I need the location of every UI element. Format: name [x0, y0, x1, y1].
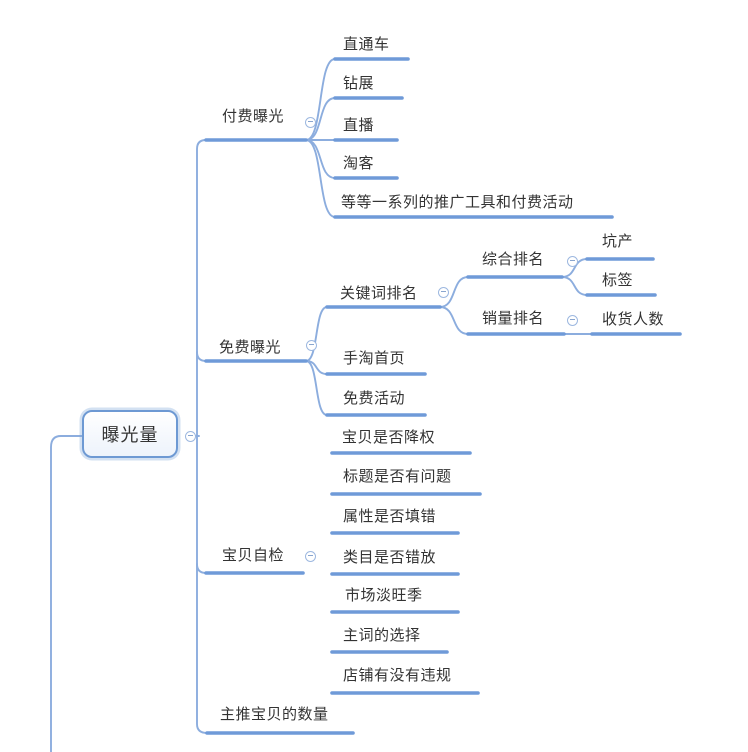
topic-check-7[interactable]: 店铺有没有违规: [343, 667, 452, 684]
connector: [305, 360, 328, 375]
connector: [50, 435, 83, 752]
topic-check-1[interactable]: 宝贝是否降权: [342, 429, 436, 446]
topic-paid-5[interactable]: 等等一系列的推广工具和付费活动: [341, 194, 574, 211]
topic-free-3[interactable]: 免费活动: [343, 390, 406, 407]
topic-check-6[interactable]: 主词的选择: [343, 627, 421, 644]
connector: [305, 139, 336, 218]
topic-check-4[interactable]: 类目是否错放: [343, 549, 437, 566]
topic-sales-1[interactable]: 收货人数: [602, 311, 665, 328]
topic-kw[interactable]: 关键词排名: [340, 285, 418, 302]
connector: [305, 139, 336, 179]
topic-comp-1[interactable]: 坑产: [602, 233, 634, 250]
topic-root[interactable]: 曝光量: [82, 410, 178, 458]
connector: [439, 306, 469, 335]
connector: [196, 563, 207, 574]
connector: [196, 351, 207, 362]
connector: [305, 306, 328, 362]
collapse-toggle-root[interactable]: [184, 430, 196, 442]
topic-sales[interactable]: 销量排名: [482, 310, 545, 327]
topic-free[interactable]: 免费曝光: [219, 339, 282, 356]
collapse-toggle-kw[interactable]: [437, 286, 449, 298]
topic-paid-4[interactable]: 淘客: [343, 155, 375, 172]
collapse-toggle-check[interactable]: [304, 550, 316, 562]
collapse-toggle-comp[interactable]: [566, 255, 578, 267]
topic-paid[interactable]: 付费曝光: [222, 108, 285, 125]
connector: [305, 360, 328, 416]
topic-check-5[interactable]: 市场淡旺季: [345, 587, 423, 604]
collapse-toggle-paid[interactable]: [304, 116, 316, 128]
collapse-toggle-sales[interactable]: [566, 314, 578, 326]
topic-label: 曝光量: [101, 425, 159, 445]
collapse-toggle-free[interactable]: [305, 339, 317, 351]
topic-comp[interactable]: 综合排名: [482, 251, 545, 268]
topic-paid-2[interactable]: 钻展: [343, 75, 375, 92]
connector: [561, 276, 588, 296]
connector: [305, 58, 336, 141]
topic-paid-3[interactable]: 直播: [343, 117, 375, 134]
connector: [196, 139, 208, 734]
topic-free-2[interactable]: 手淘首页: [343, 350, 406, 367]
topic-comp-2[interactable]: 标签: [602, 272, 634, 289]
topic-check-2[interactable]: 标题是否有问题: [343, 468, 452, 485]
topic-check[interactable]: 宝贝自检: [222, 547, 285, 564]
topic-main-count[interactable]: 主推宝贝的数量: [220, 706, 329, 723]
topic-paid-1[interactable]: 直通车: [343, 36, 390, 53]
topic-check-3[interactable]: 属性是否填错: [343, 508, 437, 525]
